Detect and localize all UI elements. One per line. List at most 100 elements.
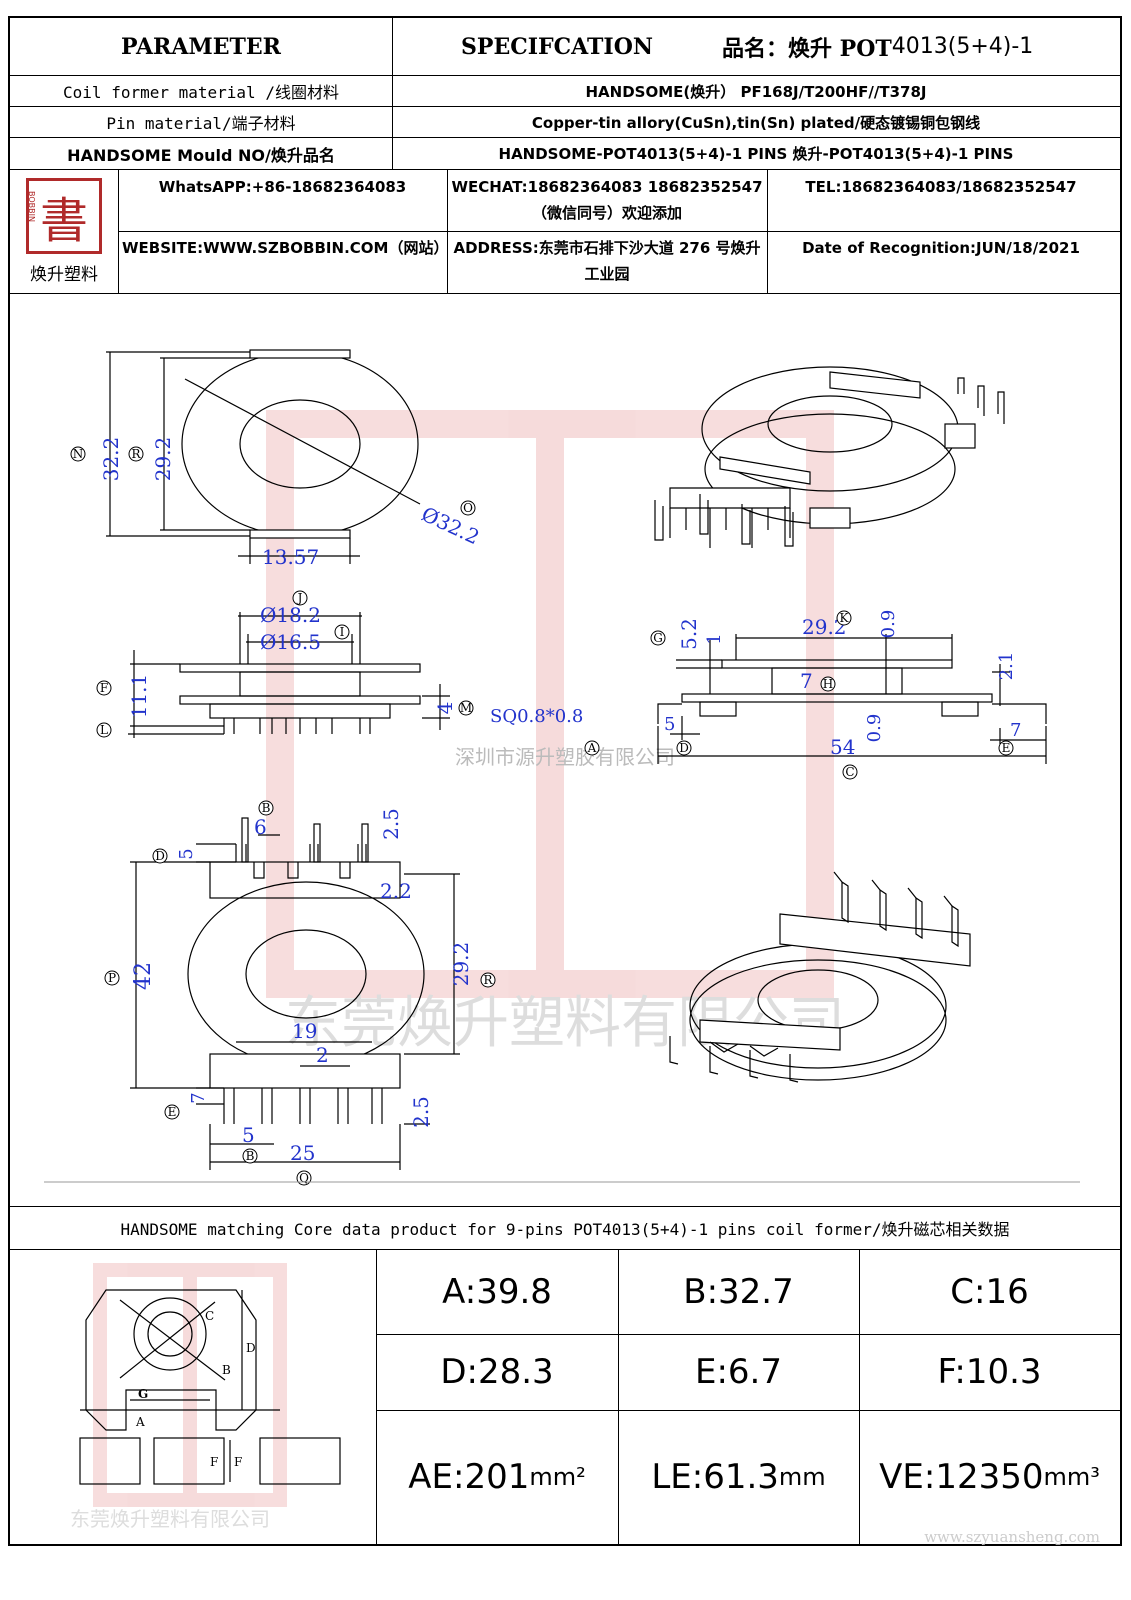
core-values-grid: A:39.8 B:32.7 C:16 D:28.3 E:6.7 F:10.3 A… bbox=[376, 1250, 1120, 1546]
dim-n: 32.2 bbox=[99, 437, 123, 482]
core-d: D:28.3 bbox=[440, 1352, 554, 1392]
dim-r: 29.2 bbox=[151, 437, 175, 482]
label-o: O bbox=[460, 500, 476, 516]
label-r-bottom: R bbox=[480, 972, 496, 988]
dim-r292: 29.2 bbox=[449, 942, 473, 987]
dim-g-small: 1 bbox=[704, 633, 725, 644]
svg-text:G: G bbox=[653, 631, 663, 645]
label-d-bottom: D bbox=[152, 848, 168, 864]
logo-text: 焕升塑料 bbox=[30, 265, 98, 285]
site-watermark: www.szyuansheng.com bbox=[924, 1528, 1100, 1546]
svg-text:A: A bbox=[135, 1415, 145, 1429]
dim-h: 7 bbox=[800, 669, 813, 693]
svg-text:A: A bbox=[587, 741, 597, 755]
label-d: D bbox=[676, 740, 692, 756]
dim-d5: 5 bbox=[176, 848, 197, 859]
mould-no-value: HANDSOME-POT4013(5+4)-1 PINS 焕升-POT4013(… bbox=[498, 145, 1014, 163]
svg-text:K: K bbox=[840, 611, 850, 625]
logo: 書 BOBBIN 焕升塑料 bbox=[10, 170, 118, 293]
dim-13: 13.57 bbox=[262, 545, 319, 569]
svg-text:R: R bbox=[131, 447, 141, 461]
label-e: E bbox=[998, 740, 1014, 756]
dim-c: 54 bbox=[830, 735, 855, 759]
svg-text:F: F bbox=[234, 1455, 242, 1469]
core-a: A:39.8 bbox=[442, 1272, 552, 1312]
pin-row: Pin material/端子材料 Copper-tin allory(CuSn… bbox=[10, 107, 1120, 138]
telephone: TEL:18682364083/18682352547 bbox=[805, 178, 1077, 196]
dim-i: Ø16.5 bbox=[260, 630, 321, 654]
label-b-bottom: B bbox=[242, 1148, 258, 1164]
dim-f: 11.1 bbox=[127, 674, 151, 719]
label-f: F bbox=[96, 680, 112, 696]
company-block: 書 BOBBIN 焕升塑料 WhatsAPP:+86-18682364083 W… bbox=[10, 170, 1120, 294]
pin-material-label: Pin material/端子材料 bbox=[106, 114, 296, 133]
dim-g: 5.2 bbox=[677, 618, 701, 650]
svg-text:N: N bbox=[73, 447, 84, 461]
svg-text:P: P bbox=[108, 971, 116, 985]
label-l: L bbox=[96, 722, 112, 738]
address: ADDRESS:东莞市石排下沙大道 276 号焕升工业园 bbox=[453, 239, 761, 284]
label-e-bottom: E bbox=[164, 1104, 180, 1120]
dim-top25: 2.5 bbox=[379, 808, 403, 840]
core-b: B:32.7 bbox=[683, 1272, 794, 1312]
product-name: 品名：焕升 POT 4013(5+4)-1 bbox=[722, 18, 1122, 75]
svg-text:东莞焕升塑料有限公司: 东莞焕升塑料有限公司 bbox=[70, 1507, 270, 1531]
svg-text:H: H bbox=[823, 677, 833, 691]
iso-view-bottom bbox=[669, 871, 971, 1083]
label-m: M bbox=[458, 700, 474, 716]
mould-row: HANDSOME Mould NO/焕升品名 HANDSOME-POT4013(… bbox=[10, 138, 1120, 170]
core-e: E:6.7 bbox=[694, 1352, 782, 1392]
dim-09: 0.9 bbox=[864, 714, 885, 743]
svg-text:C: C bbox=[205, 1309, 214, 1323]
label-q: Q bbox=[296, 1170, 312, 1186]
drawing-area: 深圳市源升塑胶有限公司 东莞焕升塑料有限公司 32.2 29.2 bbox=[10, 294, 1120, 1207]
core-c: C:16 bbox=[950, 1272, 1029, 1312]
mould-no-label: HANDSOME Mould NO/焕升品名 bbox=[67, 145, 335, 165]
recognition-date: Date of Recognition:JUN/18/2021 bbox=[802, 239, 1080, 257]
top-view bbox=[106, 349, 421, 564]
dim-21: 2.1 bbox=[996, 652, 1017, 681]
svg-text:I: I bbox=[340, 625, 345, 639]
svg-text:B: B bbox=[262, 801, 271, 815]
pin-material-value: Copper-tin allory(CuSn),tin(Sn) plated/硬… bbox=[531, 113, 981, 132]
technical-drawing: 深圳市源升塑胶有限公司 东莞焕升塑料有限公司 32.2 29.2 bbox=[44, 349, 1080, 1186]
svg-text:O: O bbox=[463, 501, 473, 515]
wechat: WECHAT:18682364083 18682352547（微信同号）欢迎添加 bbox=[451, 178, 763, 223]
label-j: J bbox=[292, 590, 308, 606]
svg-text:E: E bbox=[1002, 741, 1011, 755]
dim-d: 5 bbox=[664, 714, 675, 735]
dim-q: 25 bbox=[290, 1141, 315, 1165]
core-data-section: C D B G A F F 东莞焕升塑料有限公司 A:39.8 B:32.7 C… bbox=[10, 1250, 1120, 1546]
svg-text:B: B bbox=[246, 1149, 255, 1163]
svg-text:B: B bbox=[222, 1363, 231, 1377]
svg-text:C: C bbox=[845, 765, 854, 779]
core-sketch: C D B G A F F 东莞焕升塑料有限公司 bbox=[10, 1250, 377, 1544]
svg-text:G: G bbox=[138, 1387, 148, 1401]
dim-19: 19 bbox=[292, 1019, 317, 1043]
svg-text:E: E bbox=[168, 1105, 177, 1119]
label-a: A bbox=[584, 740, 600, 756]
dim-b6: 6 bbox=[254, 815, 267, 839]
spec-sheet: PARAMETER SPECIFCATION 品名：焕升 POT 4013(5+… bbox=[8, 16, 1122, 1546]
whatsapp: WhatsAPP:+86-18682364083 bbox=[158, 178, 407, 196]
label-i: I bbox=[334, 624, 350, 640]
side-view-left bbox=[128, 612, 450, 738]
core-title-row: HANDSOME matching Core data product for … bbox=[10, 1206, 1120, 1250]
dim-m: 4 bbox=[433, 702, 457, 715]
dim-sq: SQ0.8*0.8 bbox=[490, 706, 583, 727]
dim-e7: 7 bbox=[188, 1092, 209, 1103]
dim-k-small: 0.9 bbox=[878, 610, 899, 639]
svg-text:J: J bbox=[296, 591, 303, 605]
core-f: F:10.3 bbox=[937, 1352, 1042, 1392]
side-view-right bbox=[657, 634, 1047, 764]
iso-view-top bbox=[654, 366, 1005, 548]
label-b-top: B bbox=[258, 800, 274, 816]
dim-b5: 5 bbox=[242, 1123, 255, 1147]
label-n: N bbox=[70, 446, 86, 462]
specification-heading: SPECIFCATION bbox=[461, 33, 653, 60]
header-row: PARAMETER SPECIFCATION 品名：焕升 POT 4013(5+… bbox=[10, 18, 1120, 76]
dim-top22: 2.2 bbox=[380, 879, 412, 903]
